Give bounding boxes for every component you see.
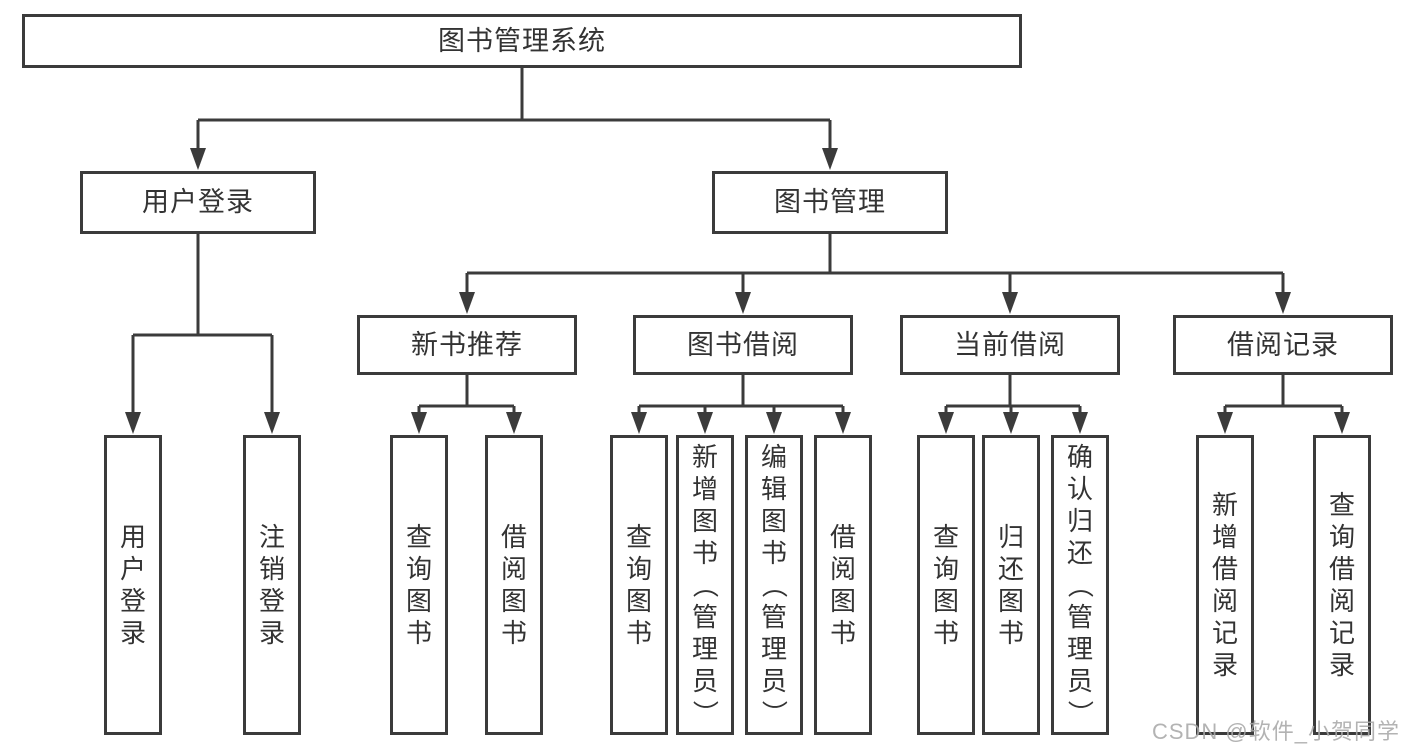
node-book-management: 图书管理 <box>712 171 948 234</box>
leaf-edit-book-admin: 编辑图书（管理员） <box>745 435 803 735</box>
leaf-add-book-admin: 新增图书（管理员） <box>676 435 734 735</box>
leaf-borrow-books: 借阅图书 <box>814 435 872 735</box>
node-book-borrow: 图书借阅 <box>633 315 853 375</box>
leaf-query-borrow-record: 查询借阅记录 <box>1313 435 1371 735</box>
leaf-return-book: 归还图书 <box>982 435 1040 735</box>
node-user-login: 用户登录 <box>80 171 316 234</box>
leaf-confirm-return-admin: 确认归还（管理员） <box>1051 435 1109 735</box>
leaf-query-books-current: 查询图书 <box>917 435 975 735</box>
leaf-add-borrow-record: 新增借阅记录 <box>1196 435 1254 735</box>
leaf-borrow-books-recommend: 借阅图书 <box>485 435 543 735</box>
node-root: 图书管理系统 <box>22 14 1022 68</box>
node-new-book-recommend: 新书推荐 <box>357 315 577 375</box>
node-borrow-records: 借阅记录 <box>1173 315 1393 375</box>
leaf-query-books-recommend: 查询图书 <box>390 435 448 735</box>
watermark: CSDN @软件_小贺同学 <box>1151 719 1400 744</box>
leaf-query-books-borrow: 查询图书 <box>610 435 668 735</box>
node-current-borrow: 当前借阅 <box>900 315 1120 375</box>
leaf-user-login: 用户登录 <box>104 435 162 735</box>
leaf-logout: 注销登录 <box>243 435 301 735</box>
